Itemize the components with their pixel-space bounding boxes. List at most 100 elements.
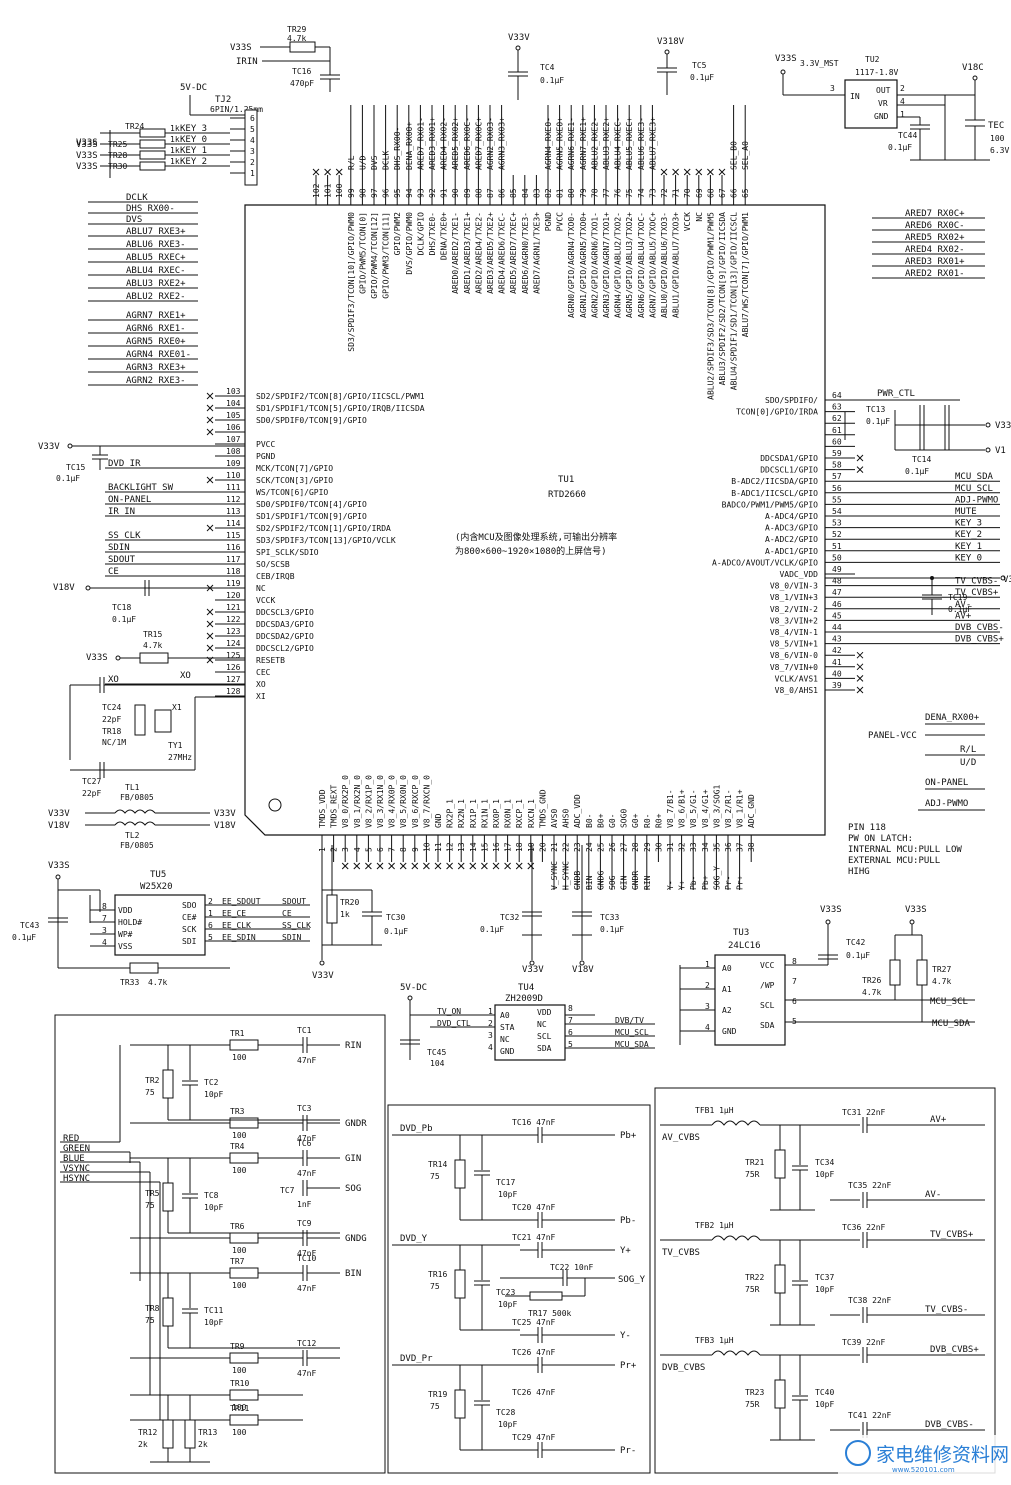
net-label: DVB/TV [615, 1016, 644, 1025]
chip-pin-number: 92 [428, 188, 437, 198]
output-label: SOG [345, 1184, 361, 1194]
chip-pin-number: 24 [585, 842, 594, 852]
chip-pin-name: A-ADC3/GPIO [765, 524, 818, 533]
nc-mark [206, 428, 214, 436]
net-label: Y+ [678, 880, 687, 890]
net-label: ARED6_RX0C- [463, 117, 472, 170]
supply-label: V33S [76, 138, 98, 148]
net-label: DVB_CVBS- [955, 623, 1004, 633]
resistor-ref: TR30 [108, 162, 127, 171]
chip-pin-name: V8_6/RXCP_0 [411, 775, 420, 828]
chip-pin-number: 23 [573, 842, 582, 852]
chip-pin-number: 81 [556, 188, 565, 198]
svg-text:TR20: TR20 [340, 898, 359, 907]
resistor-ref: TR11 [230, 1404, 249, 1413]
output-label: Pr+ [620, 1361, 637, 1371]
chip-pin-number: 59 [832, 449, 842, 458]
chip-pin-number: 8 [399, 847, 408, 852]
net-label: ABLU5_RXEC+ [625, 117, 634, 170]
svg-text:22pF: 22pF [102, 715, 121, 724]
ic-pin-name: NC [537, 1020, 547, 1029]
ic-pin-name: GND [500, 1047, 515, 1056]
resistor [229, 1039, 259, 1051]
chip-pin-number: 100 [335, 183, 344, 198]
note-line: INTERNAL MCU:PULL LOW [848, 845, 962, 855]
svg-text:TR33: TR33 [120, 978, 139, 987]
chip-pin-name: VADC_VDD [779, 570, 818, 579]
resistor-ref: TR25 [108, 140, 127, 149]
connector-pin-number: 6 [250, 114, 255, 123]
chip-pin-number: 121 [226, 603, 241, 612]
resistor-ref: TR23 [745, 1388, 764, 1397]
svg-text:TC15: TC15 [66, 463, 85, 472]
net-label: ARED7_RX0C+ [474, 117, 483, 170]
net-label: KEY_0 [180, 135, 207, 145]
chip-pin-number: 71 [672, 188, 681, 198]
net-label: DHS_RX00- [126, 204, 175, 214]
ic-pin-number: 5 [568, 1040, 573, 1049]
chip-pin-number: 31 [666, 842, 675, 852]
chip-pin-name: VCCK [256, 596, 275, 605]
chip-pin-name: DCLK/GPIO [416, 212, 425, 256]
ic-pin-name: VDD [537, 1008, 552, 1017]
chip-pin-name: V8_2/VIN-2 [770, 605, 818, 614]
chip-pin-number: 14 [469, 842, 478, 852]
left-passives: V33V TC15 0.1μF V18V TC18 0.1μF V33S TR1… [38, 442, 245, 850]
chip-pin-number: 13 [457, 842, 466, 852]
chip-pin-name: PVCC [556, 212, 565, 231]
chip-pin-number: 73 [648, 188, 657, 198]
ic-pin-number: 1 [705, 960, 710, 969]
ic-pin-number: 7 [792, 977, 797, 986]
ic-pin-name: A2 [722, 1006, 732, 1015]
chip-pin-number: 15 [480, 842, 489, 852]
net-label: ARED5_RX02+ [905, 233, 965, 243]
chip-pin-name: ABLU0/GPIO/ABLU6/TXO3- [660, 212, 669, 318]
resistor [229, 1414, 259, 1426]
resistor [229, 1267, 259, 1279]
chip-pin-name: A-ADC4/GPIO [765, 512, 818, 521]
output-label: DVB_CVBS- [925, 1420, 974, 1430]
chip-pin-number: 36 [724, 842, 733, 852]
ic-pin-name: CE# [182, 913, 197, 922]
nc-mark [206, 416, 214, 424]
ic-pin-number: 8 [792, 957, 797, 966]
tr29-block: V33S TR29 4.7k IRIN TC16 470pF [230, 25, 340, 92]
resistor-ref: TR4 [230, 1142, 245, 1151]
net-label: AGRN2_RX03- [486, 117, 495, 170]
net-label: H_SYNC [562, 861, 571, 890]
chip-pin-number: 39 [832, 681, 842, 690]
resistor [162, 1182, 174, 1212]
svg-text:TC13: TC13 [866, 405, 885, 414]
chip-pin-name: ABLU4/SPDIF1/SD1/TCON[13]/GPIO/IICSCL [730, 212, 739, 390]
capacitor-label: TC35 22nF [848, 1181, 892, 1190]
svg-text:MCU_SCL: MCU_SCL [930, 997, 968, 1007]
chip-pin-number: 3 [341, 847, 350, 852]
tu2-regulator: V33S 3.3V_MST 3 TU2 1117-1.8V IN OUT VR … [775, 54, 1009, 161]
chip-pin-name: TMDS_REXT [330, 784, 339, 828]
capacitor-value: 47nF [297, 1284, 316, 1293]
capacitor-value: 10pF [498, 1300, 517, 1309]
output-label: SOG_Y [618, 1275, 646, 1285]
chip-right-pins: 64SDO/SPDIFO/63TCON[0]/GPIO/IRDA62616059… [712, 391, 1004, 695]
svg-text:100: 100 [990, 134, 1005, 143]
net-label: ABLU2_RXE2- [590, 117, 599, 170]
svg-text:FB/0805: FB/0805 [120, 793, 154, 802]
svg-text:W25X20: W25X20 [140, 882, 173, 892]
chip-pin-number: 25 [596, 842, 605, 852]
chip-pin-name: V8_7/VIN+0 [770, 663, 818, 672]
ic-pin-name: A1 [722, 985, 732, 994]
net-label: ARED7_RX01- [416, 117, 425, 170]
chip-pin-number: 54 [832, 507, 842, 516]
chip-pin-number: 7 [388, 847, 397, 852]
net-label: SEL_A0 [741, 141, 750, 170]
chip-pin-number: 18 [515, 842, 524, 852]
chip-pin-number: 78 [590, 188, 599, 198]
chip-pin-number: 69 [695, 188, 704, 198]
resistor-value: 75R [745, 1170, 760, 1179]
chip-pin-name: VCLK/AVS1 [775, 674, 819, 683]
ic-pin-name: SDI [182, 937, 197, 946]
